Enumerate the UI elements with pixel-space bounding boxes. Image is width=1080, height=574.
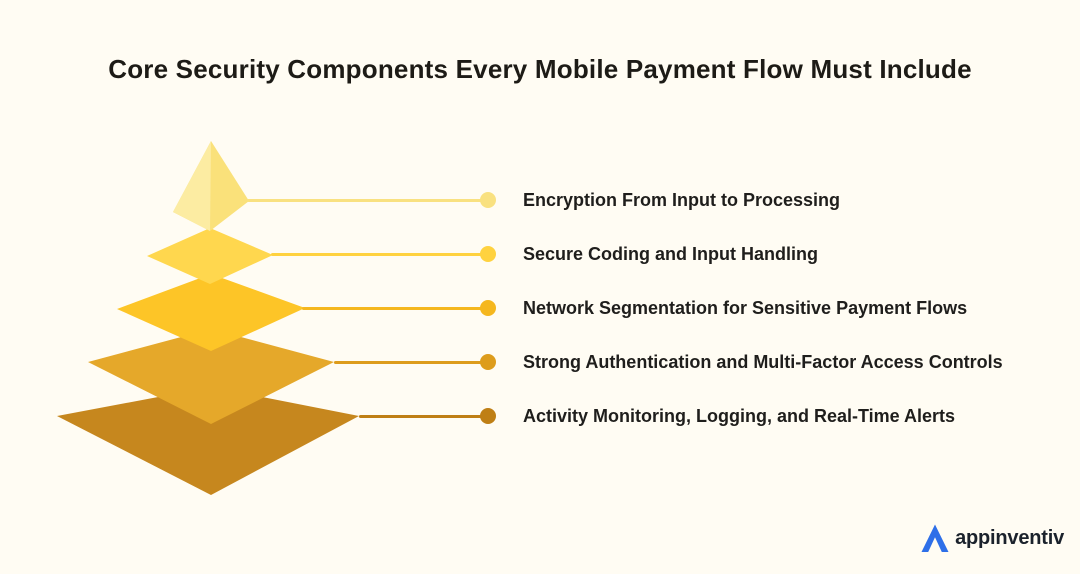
connector-line (359, 414, 488, 418)
connector-dot (480, 192, 496, 208)
level-label: Encryption From Input to Processing (523, 190, 841, 210)
connector-dot (480, 354, 496, 370)
appinventiv-logo: appinventiv (920, 522, 1064, 554)
connector-line (302, 306, 488, 310)
brand-name: appinventiv (955, 526, 1064, 549)
connector-line (271, 252, 488, 256)
connector-dot (480, 408, 496, 424)
connector-line (334, 360, 488, 364)
connector-line (247, 198, 488, 202)
level-label: Strong Authentication and Multi-Factor A… (523, 352, 1003, 372)
pyramid-level-5-shape (57, 387, 359, 495)
pyramid-level-1-shape (173, 141, 249, 231)
page-title: Core Security Components Every Mobile Pa… (108, 54, 972, 84)
connector-dot (480, 246, 496, 262)
level-label: Network Segmentation for Sensitive Payme… (523, 298, 968, 318)
pyramid-level-4-shape (88, 329, 334, 424)
level-label: Secure Coding and Input Handling (523, 244, 818, 264)
pyramid-level-1-highlight-face (173, 141, 211, 231)
connector-dot (480, 300, 496, 316)
pyramid-level-2-shape (147, 228, 273, 284)
appinventiv-a-icon (921, 524, 949, 552)
pyramid-level-3-shape (117, 274, 305, 351)
level-label: Activity Monitoring, Logging, and Real-T… (523, 406, 956, 426)
